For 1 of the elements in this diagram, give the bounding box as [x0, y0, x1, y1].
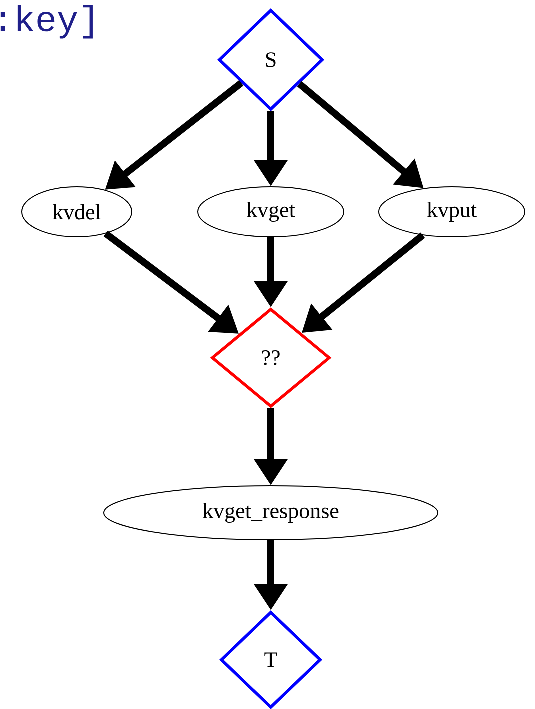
- code-fragment: :key]: [0, 5, 93, 39]
